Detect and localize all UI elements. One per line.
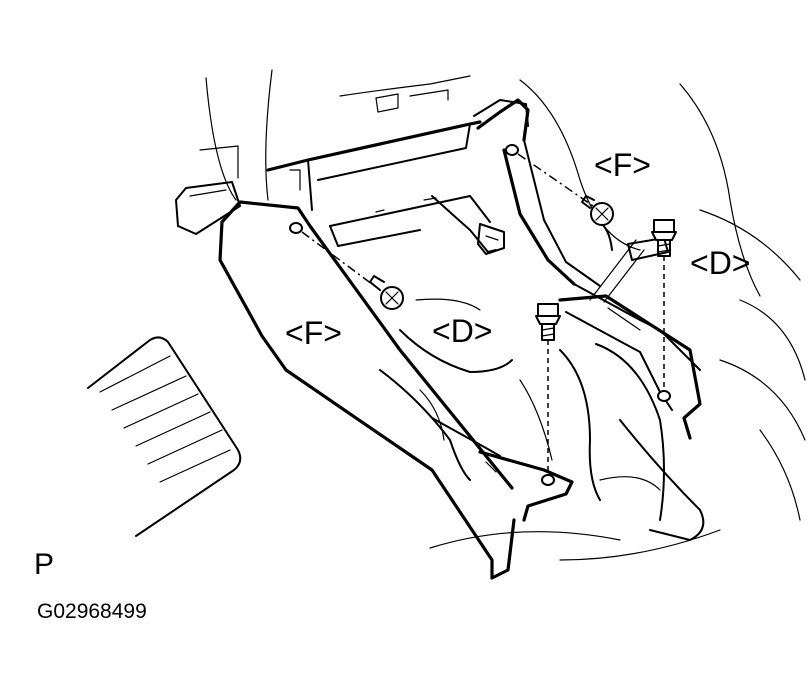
bolt-d-right bbox=[651, 219, 677, 257]
accelerator-pedal bbox=[87, 336, 242, 537]
figure-code-label: G02968499 bbox=[37, 600, 147, 623]
left-dash-trim bbox=[175, 145, 241, 235]
view-letter-label: P bbox=[34, 548, 55, 581]
bolt-d-center bbox=[535, 303, 561, 341]
screw-f-upper bbox=[581, 195, 614, 226]
clip-holes bbox=[289, 144, 671, 486]
callout-screw-f-lower: <F> bbox=[285, 315, 342, 351]
callout-bolt-d-center: <D> bbox=[432, 313, 492, 349]
screw-f-lower bbox=[369, 275, 404, 310]
callout-bolt-d-right: <D> bbox=[690, 245, 750, 281]
callout-screw-f-upper: <F> bbox=[594, 147, 651, 183]
console-body bbox=[218, 98, 705, 580]
background-interior-lines bbox=[205, 69, 806, 561]
